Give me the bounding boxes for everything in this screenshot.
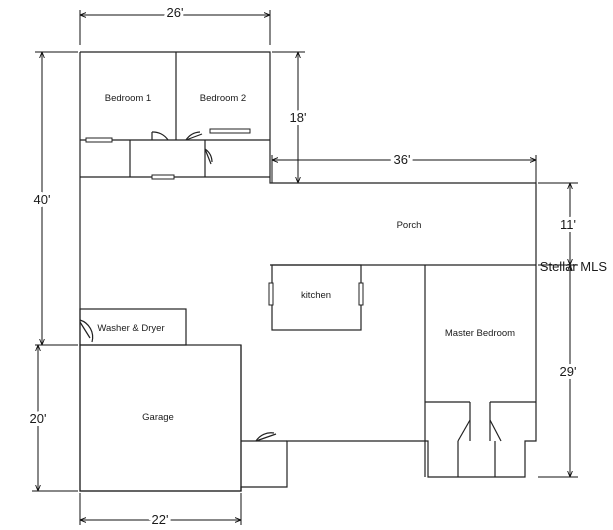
room-label-bedroom1: Bedroom 1 — [105, 93, 151, 104]
dim-label-porch-width: 36' — [394, 152, 411, 167]
dim-label-bedrooms-depth: 18' — [290, 110, 307, 125]
dimension-bedrooms-depth: 18' — [272, 51, 309, 184]
room-label-master-bedroom: Master Bedroom — [445, 328, 515, 339]
dim-label-top-width: 26' — [167, 5, 184, 20]
dimension-porch-width: 36' — [271, 149, 537, 183]
dim-label-garage-width: 22' — [152, 512, 169, 527]
dimension-garage-height: 20' — [27, 345, 78, 492]
dim-label-master-depth: 29' — [560, 364, 577, 379]
dimension-top-width: 26' — [79, 2, 271, 45]
room-label-kitchen: kitchen — [301, 290, 331, 301]
closet-window-left — [85, 137, 113, 143]
bedroom1-door-swing — [151, 131, 169, 141]
hall-window — [151, 174, 175, 180]
master-closet-door-left — [457, 419, 471, 442]
garage-door-swing — [255, 432, 277, 442]
room-label-bedroom2: Bedroom 2 — [200, 93, 246, 104]
dim-label-garage-height: 20' — [30, 411, 47, 426]
garage-room — [79, 344, 242, 492]
dimension-left-height: 40' — [31, 51, 78, 346]
room-label-washer-dryer: Washer & Dryer — [97, 323, 164, 334]
dim-label-porch-depth: 11' — [560, 217, 576, 232]
dimension-porch-depth: 11' — [538, 182, 579, 266]
dim-label-left-height: 40' — [34, 192, 51, 207]
dimension-garage-width: 22' — [79, 493, 242, 530]
room-label-porch: Porch — [397, 220, 422, 231]
watermark: Stellar MLS — [540, 259, 608, 274]
dimension-master-depth: 29' — [538, 265, 579, 478]
laundry-door-swing — [79, 319, 94, 343]
room-label-garage: Garage — [142, 412, 174, 423]
master-closet-door-right — [489, 419, 502, 442]
kitchen-room — [268, 264, 364, 331]
closet-window-right — [209, 128, 251, 134]
bedroom2-door-swing — [185, 131, 203, 141]
hall-door-swing — [204, 148, 213, 165]
